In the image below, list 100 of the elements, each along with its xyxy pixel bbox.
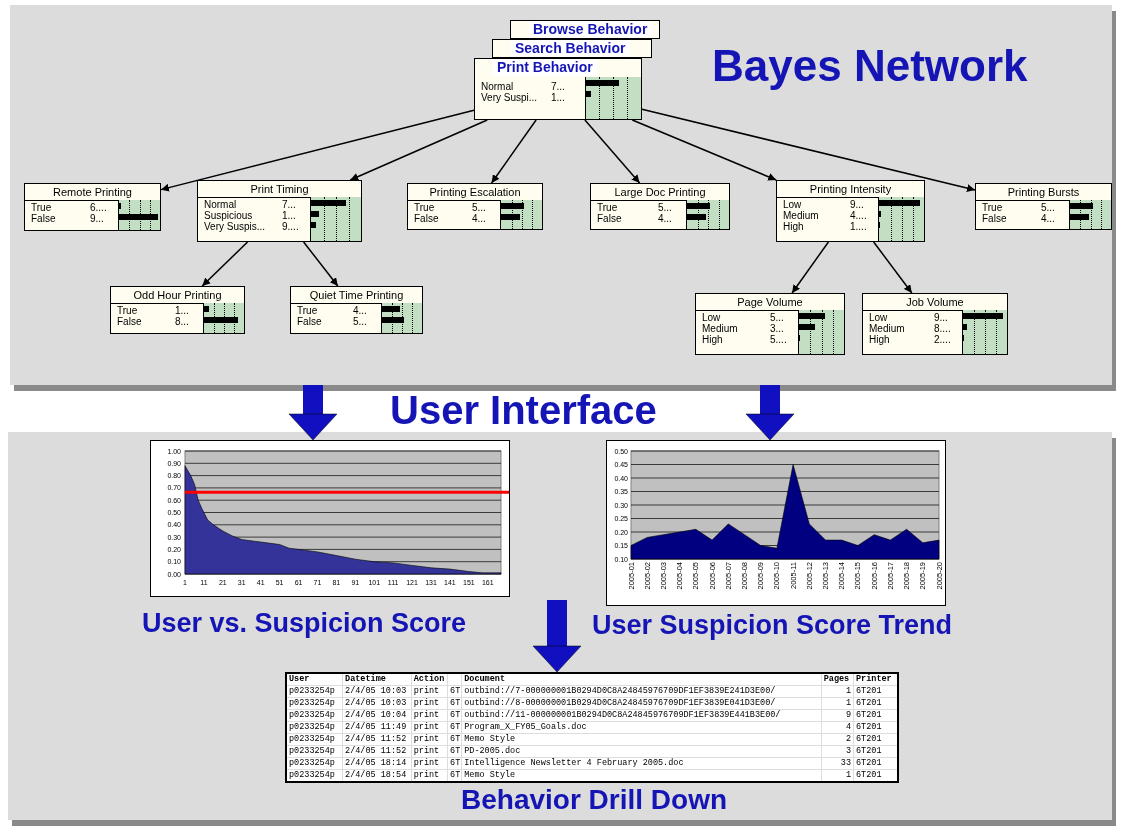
table-cell: 6T <box>447 769 462 782</box>
network-node-card <box>776 180 925 242</box>
state-value: 6.... <box>90 202 107 213</box>
table-cell: 2/4/05 10:03 <box>342 697 412 710</box>
state-label: False <box>414 213 439 224</box>
network-node-card <box>510 20 660 39</box>
network-node-card <box>590 183 730 230</box>
table-cell: outbind://11-000000001B0294D0C8A24845976709DF1EF3839E441B3E00/ <box>461 709 822 722</box>
table-cell: 2 <box>821 733 854 746</box>
state-label: High <box>869 334 890 345</box>
state-value: 5... <box>472 202 486 213</box>
table-cell: 33 <box>821 757 854 770</box>
state-label: True <box>31 202 52 213</box>
state-label: True <box>297 305 318 316</box>
state-label: Low <box>702 312 721 323</box>
table-cell: 6T201 <box>853 685 898 698</box>
table-cell: 6T201 <box>853 757 898 770</box>
table-cell: 6T201 <box>853 745 898 758</box>
arrow <box>584 119 641 184</box>
column-header: Datetime <box>342 673 412 686</box>
panel-title: Bayes Network <box>712 41 1028 91</box>
state-value: 2.... <box>934 334 951 345</box>
table-cell: 3 <box>821 745 854 758</box>
state-value: 5... <box>658 202 672 213</box>
table-cell: 6T <box>447 697 462 710</box>
table-cell: print <box>411 685 448 698</box>
state-label: Normal <box>204 199 237 210</box>
table-cell: 1 <box>821 685 854 698</box>
network-node-card <box>290 286 423 334</box>
table-cell: 6T201 <box>853 733 898 746</box>
arrow <box>302 241 339 287</box>
table-cell: p0233254p <box>286 709 343 722</box>
table-cell: 6T <box>447 685 462 698</box>
table-cell: 6T <box>447 709 462 722</box>
table-cell: Program_X_FY05_Goals.doc <box>461 721 822 734</box>
network-node-card <box>474 58 642 120</box>
table-cell: p0233254p <box>286 757 343 770</box>
chart-caption: User Suspicion Score Trend <box>592 610 953 641</box>
table-cell: p0233254p <box>286 721 343 734</box>
arrow <box>160 109 475 192</box>
state-value: 5.... <box>770 334 787 345</box>
state-label: False <box>117 316 142 327</box>
arrow <box>490 119 537 184</box>
table-cell: 4 <box>821 721 854 734</box>
network-node-card <box>492 39 652 58</box>
state-label: False <box>597 213 622 224</box>
column-header: Printer <box>853 673 898 686</box>
table-cell: 6T201 <box>853 697 898 710</box>
state-label: Normal <box>481 81 514 92</box>
table-cell: print <box>411 745 448 758</box>
table-cell: 6T <box>447 757 462 770</box>
table-cell: Memo Style <box>461 733 822 746</box>
state-value: 4... <box>1041 213 1055 224</box>
state-value: 3... <box>770 323 784 334</box>
state-value: 1... <box>175 305 189 316</box>
arrow <box>872 241 913 294</box>
table-cell: 2/4/05 18:14 <box>342 757 412 770</box>
state-value: 9... <box>934 312 948 323</box>
state-label: Medium <box>869 323 905 334</box>
column-header: Action <box>411 673 448 686</box>
table-cell: print <box>411 769 448 782</box>
table-cell: 6T <box>447 733 462 746</box>
table-cell: 2/4/05 10:03 <box>342 685 412 698</box>
table-cell: p0233254p <box>286 769 343 782</box>
state-label: False <box>297 316 322 327</box>
arrow <box>201 241 249 287</box>
state-value: 1... <box>551 92 565 103</box>
state-label: False <box>31 213 56 224</box>
table-cell: 6T <box>447 745 462 758</box>
state-value: 9... <box>90 213 104 224</box>
node-title: Browse Behavior <box>529 21 652 38</box>
node-title: Print Behavior <box>493 59 597 76</box>
block-arrow <box>532 600 582 673</box>
block-arrow <box>288 385 338 441</box>
table-cell: 2/4/05 11:52 <box>342 745 412 758</box>
network-node-card <box>407 183 543 230</box>
table-cell: outbind://8-000000001B0294D0C8A24845976709DF1EF3839E041D3E00/ <box>461 697 822 710</box>
state-label: High <box>783 221 804 232</box>
state-label: Low <box>869 312 888 323</box>
state-value: 1... <box>282 210 296 221</box>
state-label: Very Suspis... <box>204 221 266 232</box>
chart-caption: User vs. Suspicion Score <box>142 608 467 639</box>
table-cell: print <box>411 697 448 710</box>
node-title: Search Behavior <box>511 40 630 57</box>
table-cell: 6T201 <box>853 721 898 734</box>
table-cell: print <box>411 757 448 770</box>
table-cell: outbind://7-000000001B0294D0C8A24845976709DF1EF3839E241D3E00/ <box>461 685 822 698</box>
network-node-card <box>975 183 1112 230</box>
state-label: True <box>597 202 618 213</box>
table-cell: 2/4/05 11:52 <box>342 733 412 746</box>
arrow <box>349 119 488 181</box>
arrow <box>641 108 976 192</box>
state-label: High <box>702 334 723 345</box>
column-header: Document <box>461 673 822 686</box>
network-node-card <box>695 293 845 355</box>
state-value: 4... <box>353 305 367 316</box>
state-value: 9.... <box>282 221 299 232</box>
table-cell: 2/4/05 18:54 <box>342 769 412 782</box>
table-cell: 9 <box>821 709 854 722</box>
network-node-card <box>110 286 245 334</box>
